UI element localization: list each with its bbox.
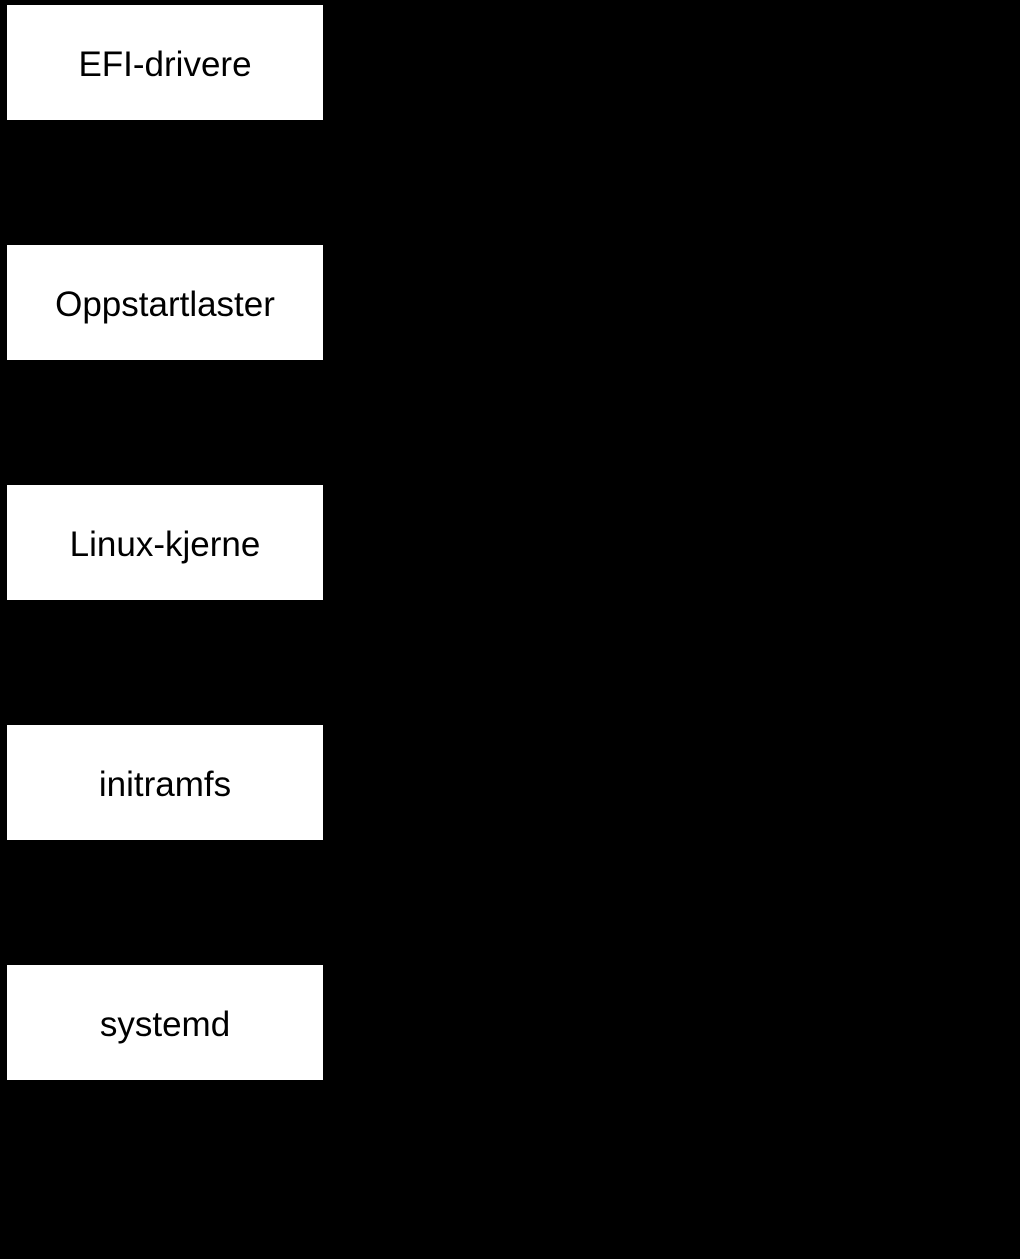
node-initramfs-label: initramfs: [98, 765, 232, 804]
node-linux-kjerne: Linux-kjerne: [7, 485, 323, 600]
node-initramfs: initramfs: [7, 725, 323, 840]
node-efi-drivere-label: EFI-drivere: [78, 45, 252, 84]
node-efi-drivere: EFI-drivere: [7, 5, 323, 120]
node-linux-kjerne-label: Linux-kjerne: [69, 525, 261, 564]
node-oppstartlaster-label: Oppstartlaster: [55, 285, 275, 324]
node-systemd: systemd: [7, 965, 323, 1080]
node-oppstartlaster: Oppstartlaster: [7, 245, 323, 360]
node-systemd-label: systemd: [99, 1005, 231, 1044]
